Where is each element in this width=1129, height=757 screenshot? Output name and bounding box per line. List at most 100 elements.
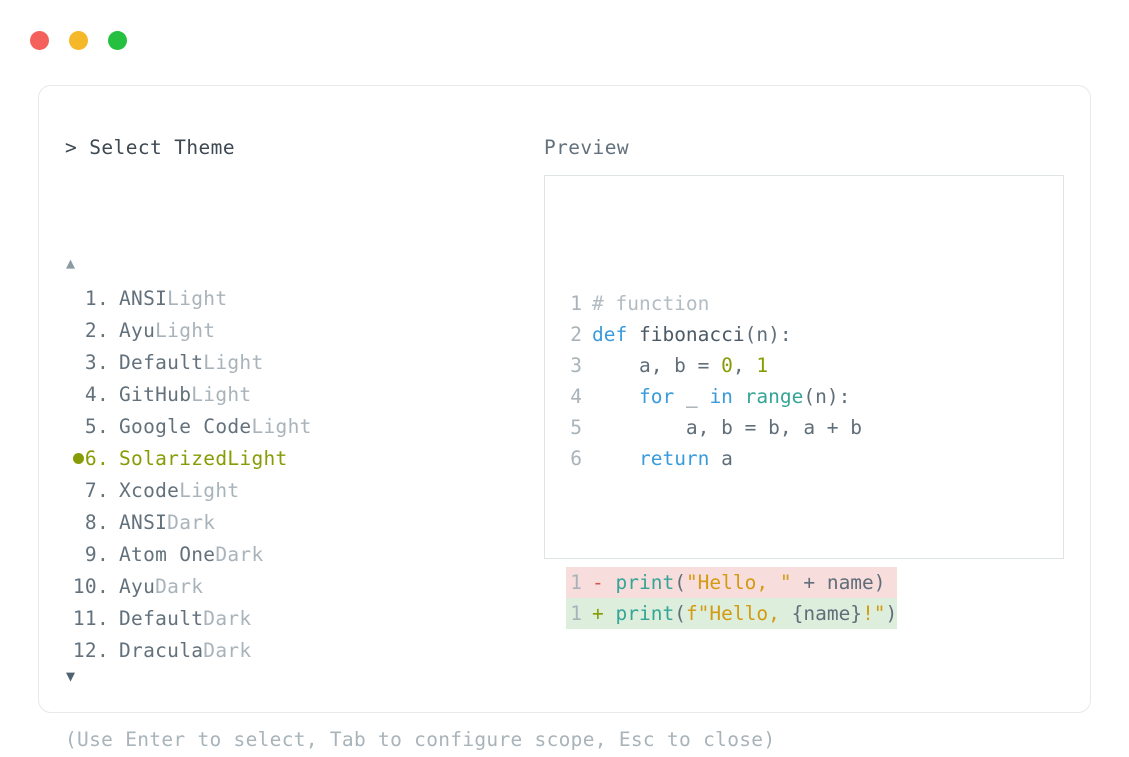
theme-item-index: 3. bbox=[84, 350, 109, 374]
close-window-button[interactable] bbox=[30, 31, 49, 50]
theme-item-variant: Light bbox=[227, 446, 288, 470]
line-number: 4 bbox=[570, 385, 582, 408]
theme-list-item[interactable]: 5. Google Code Light bbox=[65, 410, 535, 442]
code-token: a, b = b, a + b bbox=[592, 416, 863, 439]
theme-item-name: Atom One bbox=[119, 542, 216, 566]
code-token: 1 bbox=[756, 354, 769, 377]
line-number: 3 bbox=[570, 354, 582, 377]
prompt-chevron-icon: > bbox=[65, 136, 78, 159]
theme-item-index: 9. bbox=[84, 542, 109, 566]
maximize-window-button[interactable] bbox=[108, 31, 127, 50]
theme-item-variant: Dark bbox=[167, 510, 216, 534]
code-token bbox=[592, 385, 639, 408]
code-token: , bbox=[732, 354, 757, 377]
scroll-down-arrow-icon[interactable]: ▼ bbox=[66, 667, 76, 685]
code-token: print bbox=[615, 571, 675, 594]
theme-item-name: ANSI bbox=[119, 510, 168, 534]
theme-list-item[interactable]: 6.Solarized Light bbox=[65, 442, 535, 474]
scroll-up-arrow-icon[interactable]: ▲ bbox=[66, 254, 76, 272]
code-token: in bbox=[709, 385, 733, 408]
code-token: def bbox=[592, 323, 639, 346]
code-token: _ bbox=[674, 385, 710, 408]
diff-line-add: 1+ print(f"Hello, {name}!") bbox=[566, 598, 898, 629]
theme-preview-pane: Preview 1 # function 2 def fibonacci (n): 3 a… bbox=[544, 86, 1084, 712]
theme-list-item[interactable]: 12.Dracula Dark bbox=[65, 634, 535, 666]
theme-list-item[interactable]: 8. ANSI Dark bbox=[65, 506, 535, 538]
line-number: 1 bbox=[570, 292, 582, 315]
theme-item-name: Default bbox=[119, 350, 204, 374]
theme-item-variant: Light bbox=[251, 414, 312, 438]
theme-item-index: 8. bbox=[84, 510, 109, 534]
code-token: 0 bbox=[721, 354, 733, 377]
theme-item-name: Ayu bbox=[119, 574, 156, 598]
window-controls bbox=[30, 31, 127, 50]
theme-list-item[interactable]: 3. Default Light bbox=[65, 346, 535, 378]
code-token: "Hello, " bbox=[685, 571, 792, 594]
code-token: fibonacci bbox=[638, 323, 745, 346]
theme-list-item[interactable]: 1.ANSI Light bbox=[65, 282, 535, 314]
theme-item-name: Xcode bbox=[119, 478, 180, 502]
theme-item-variant: Light bbox=[203, 350, 264, 374]
theme-item-variant: Dark bbox=[203, 638, 252, 662]
diff-line-del: 1- print("Hello, " + name) bbox=[566, 567, 898, 598]
code-line: 3 a, b = 0, 1 bbox=[566, 350, 897, 381]
line-number: 6 bbox=[570, 447, 582, 470]
theme-item-name: Dracula bbox=[119, 638, 204, 662]
theme-item-variant: Light bbox=[167, 286, 228, 310]
theme-item-index: 2. bbox=[84, 318, 109, 342]
theme-item-index: 4. bbox=[84, 382, 109, 406]
diff-marker: - bbox=[592, 571, 616, 594]
code-token: # function bbox=[592, 292, 710, 315]
theme-item-name: Default bbox=[119, 606, 204, 630]
theme-list-item[interactable]: 2.Ayu Light bbox=[65, 314, 535, 346]
diff-line-number: 1 bbox=[570, 571, 582, 594]
code-line: 5 a, b = b, a + b bbox=[566, 412, 897, 443]
theme-list-item[interactable]: 10. Ayu Dark bbox=[65, 570, 535, 602]
theme-item-index: 10. bbox=[72, 574, 109, 598]
theme-list-item[interactable]: 4. GitHub Light bbox=[65, 378, 535, 410]
code-token: for bbox=[638, 385, 675, 408]
code-token: a bbox=[709, 447, 733, 470]
theme-item-name: GitHub bbox=[119, 382, 192, 406]
line-number: 2 bbox=[570, 323, 582, 346]
code-token: ( bbox=[674, 571, 686, 594]
page-title: > Select Theme bbox=[65, 136, 235, 159]
theme-item-name: Google Code bbox=[119, 414, 252, 438]
code-token: f"Hello, bbox=[685, 602, 792, 625]
preview-box: 1 # function 2 def fibonacci (n): 3 a, b = 0,… bbox=[544, 175, 1064, 629]
preview-label: Preview bbox=[544, 136, 629, 159]
code-token: a, b = bbox=[592, 354, 722, 377]
code-line: 6 return a bbox=[566, 443, 897, 474]
line-number: 5 bbox=[570, 416, 582, 439]
theme-list-item[interactable]: 9.Atom One Dark bbox=[65, 538, 535, 570]
code-token: !" bbox=[862, 602, 886, 625]
selected-bullet-icon bbox=[73, 452, 84, 464]
code-sample: 1 # function 2 def fibonacci (n): 3 a, b = 0,… bbox=[566, 226, 898, 691]
minimize-window-button[interactable] bbox=[69, 31, 88, 50]
code-token: (n): bbox=[803, 385, 851, 408]
diff-marker: + bbox=[592, 602, 616, 625]
theme-list-item[interactable]: 7. Xcode Light bbox=[65, 474, 535, 506]
code-line: 1 # function bbox=[566, 288, 897, 319]
theme-item-index: 7. bbox=[84, 478, 109, 502]
code-token bbox=[592, 447, 639, 470]
theme-list-item[interactable]: 11.Default Dark bbox=[65, 602, 535, 634]
theme-item-index: 5. bbox=[84, 414, 109, 438]
theme-item-variant: Dark bbox=[155, 574, 204, 598]
diff-lines: 1- print("Hello, " + name)1+ print(f"Hel… bbox=[566, 567, 898, 629]
code-token bbox=[733, 385, 745, 408]
page-title-text: Select Theme bbox=[89, 136, 235, 159]
diff-line-number: 1 bbox=[570, 602, 582, 625]
theme-item-variant: Light bbox=[191, 382, 252, 406]
theme-item-index: 1. bbox=[84, 286, 109, 310]
code-token: print bbox=[615, 602, 675, 625]
theme-item-variant: Light bbox=[179, 478, 240, 502]
code-lines: 1 # function 2 def fibonacci (n): 3 a, b = 0,… bbox=[566, 288, 897, 474]
theme-item-variant: Light bbox=[155, 318, 216, 342]
theme-item-index: 6. bbox=[84, 446, 109, 470]
code-token: range bbox=[744, 385, 804, 408]
